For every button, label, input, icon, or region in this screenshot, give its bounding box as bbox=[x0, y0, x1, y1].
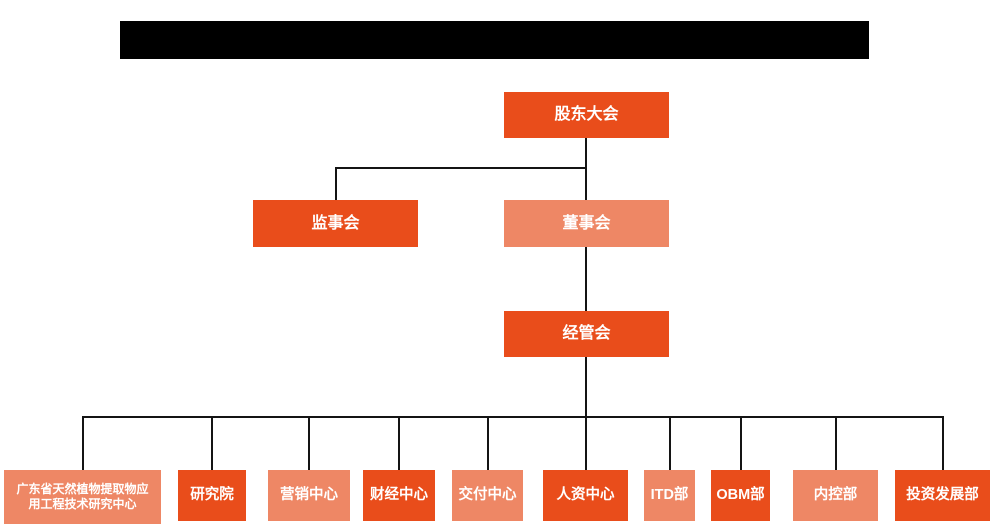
org-node-gd-research-center: 广东省天然植物提取物应用工程技术研究中心 bbox=[4, 470, 161, 524]
org-node-hr-center: 人资中心 bbox=[543, 470, 628, 521]
connector-line bbox=[82, 416, 84, 470]
connector-line bbox=[585, 247, 587, 311]
org-node-research-institute: 研究院 bbox=[178, 470, 246, 521]
connector-line bbox=[487, 416, 489, 470]
connector-line bbox=[398, 416, 400, 470]
redacted-title-bar bbox=[120, 21, 869, 59]
connector-line bbox=[308, 416, 310, 470]
org-node-finance-center: 财经中心 bbox=[363, 470, 435, 521]
org-node-board-of-directors: 董事会 bbox=[504, 200, 669, 247]
connector-line bbox=[740, 416, 742, 470]
connector-line bbox=[82, 416, 944, 418]
org-node-supervisory-board: 监事会 bbox=[253, 200, 418, 247]
org-node-delivery-center: 交付中心 bbox=[452, 470, 523, 521]
org-node-management-committee: 经管会 bbox=[504, 311, 669, 357]
connector-line bbox=[835, 416, 837, 470]
org-node-obm-department: OBM部 bbox=[711, 470, 770, 521]
org-node-itd-department: ITD部 bbox=[644, 470, 695, 521]
connector-line bbox=[335, 167, 587, 169]
connector-line bbox=[585, 357, 587, 470]
connector-line bbox=[211, 416, 213, 470]
connector-line bbox=[669, 416, 671, 470]
org-node-internal-control-department: 内控部 bbox=[793, 470, 878, 521]
connector-line bbox=[942, 416, 944, 470]
org-node-investment-development-department: 投资发展部 bbox=[895, 470, 990, 521]
org-node-marketing-center: 营销中心 bbox=[268, 470, 350, 521]
org-node-shareholders-meeting: 股东大会 bbox=[504, 92, 669, 138]
connector-line bbox=[585, 137, 587, 201]
connector-line bbox=[335, 167, 337, 200]
